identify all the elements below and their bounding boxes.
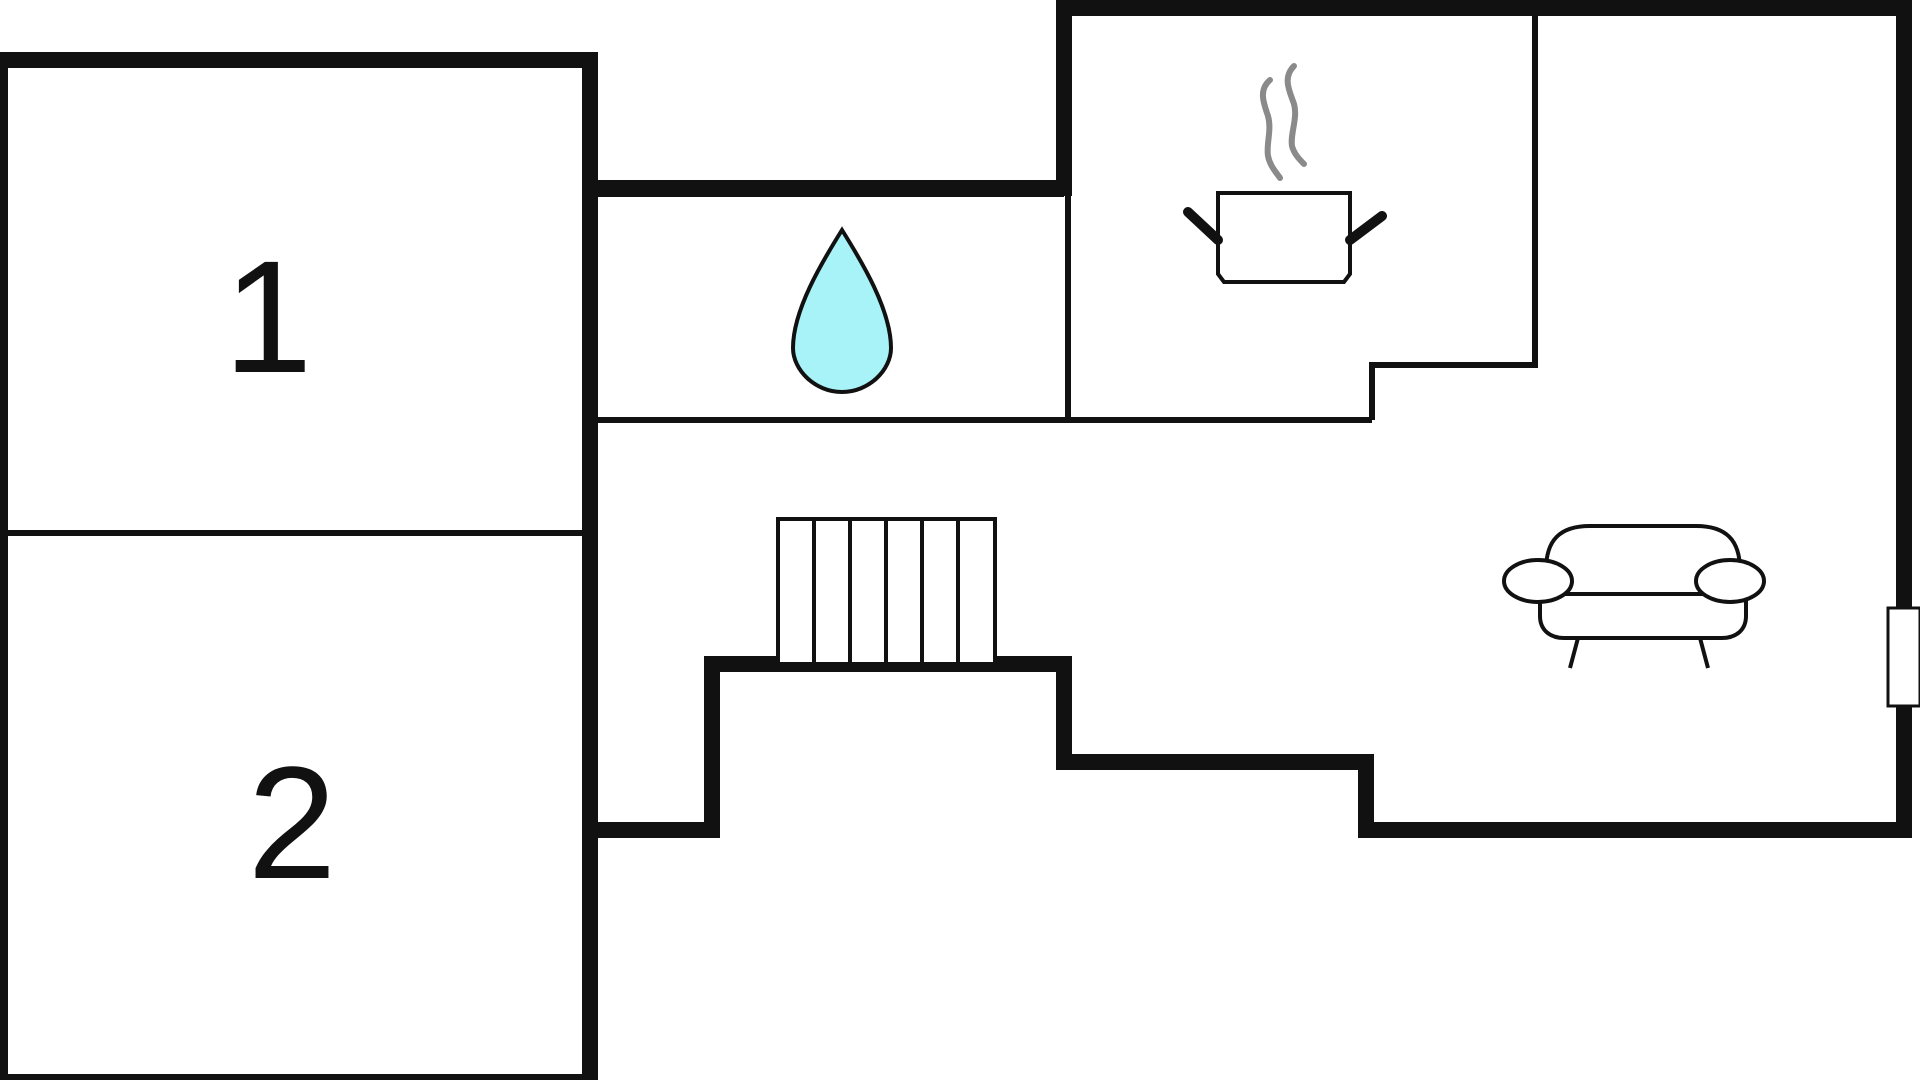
main-outer-wall <box>582 0 1912 838</box>
stairs-icon <box>776 517 997 666</box>
room-label-2: 2 <box>248 733 337 912</box>
sofa-icon <box>1502 524 1766 669</box>
steam-wave-right <box>1284 63 1307 167</box>
fireplace-icon <box>1886 606 1920 708</box>
steam-wave-left <box>1260 77 1283 181</box>
kitchen-partition-wall <box>1369 8 1538 420</box>
sofa-leg-right <box>1698 637 1710 669</box>
sofa-arm-left <box>1502 558 1574 604</box>
water-drop-icon <box>790 226 894 395</box>
sofa-arm-right <box>1694 558 1766 604</box>
pot-handle-right <box>1345 211 1387 245</box>
pot-handle-left <box>1183 207 1223 245</box>
bedroom-block <box>0 52 598 1080</box>
sofa-leg-left <box>1568 637 1580 669</box>
sofa-seat <box>1538 592 1748 640</box>
bedrooms-outer-wall <box>0 52 598 1080</box>
pot-body <box>1216 191 1352 284</box>
room-label-1: 1 <box>224 227 313 406</box>
cooking-pot-icon <box>1183 63 1387 284</box>
